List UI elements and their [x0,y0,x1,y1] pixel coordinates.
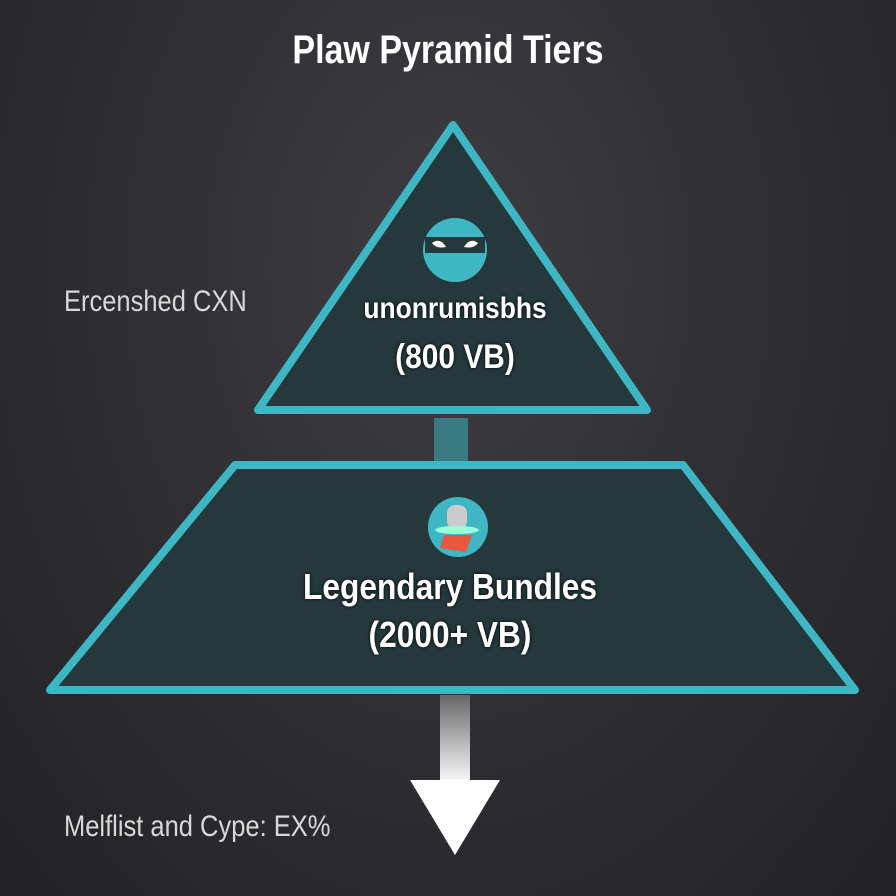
bottom-tier-name: Legendary Bundles [302,566,597,607]
left-label-top: Ercenshed CXN [64,285,247,318]
bottom-tier-shape [46,461,859,694]
connector [434,418,468,468]
left-label-bottom: Melflist and Cype: EX% [64,810,331,843]
bottom-tier-price: (2000+ VB) [368,614,532,655]
down-arrow-icon [410,695,500,855]
ninja-mask-icon [423,218,487,282]
page-title: Plaw Pyramid Tiers [292,28,604,72]
top-tier-price: (800 VB) [395,338,515,376]
top-tier-name: unonrumisbhs [363,292,547,325]
pacifier-icon [428,497,488,557]
